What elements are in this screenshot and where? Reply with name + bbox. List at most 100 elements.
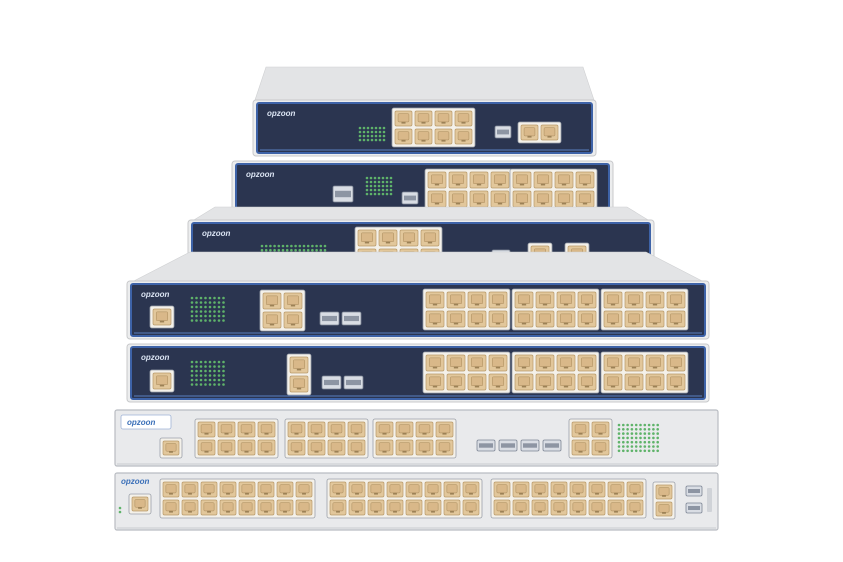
status-led (652, 436, 655, 440)
status-led (208, 301, 212, 304)
port-latch (584, 322, 590, 325)
port-socket (515, 502, 527, 512)
device-5: opzoon (126, 343, 710, 403)
port-socket (402, 232, 416, 242)
port-socket (279, 484, 291, 494)
port-socket (578, 174, 592, 184)
port-socket (574, 442, 587, 452)
status-led (281, 248, 285, 252)
port-socket (430, 174, 444, 184)
status-led (213, 374, 216, 377)
port-socket (465, 484, 477, 494)
status-led (382, 130, 386, 134)
port-socket (557, 193, 571, 203)
status-led (204, 301, 207, 304)
port-latch (495, 322, 501, 325)
port-latch (631, 385, 637, 388)
port-socket (438, 424, 451, 434)
port-socket (491, 357, 505, 367)
status-led (190, 378, 194, 382)
chassis-top (253, 66, 596, 104)
port-socket (292, 378, 306, 388)
port-socket (260, 484, 272, 494)
port-latch (538, 510, 542, 513)
status-led (222, 305, 225, 309)
port-latch (402, 450, 407, 453)
port-socket (496, 502, 508, 512)
port-latch (476, 183, 482, 186)
status-led (199, 305, 203, 309)
sfp-slot (501, 443, 515, 448)
status-led (204, 296, 207, 300)
port-latch (500, 492, 504, 495)
port-latch (355, 510, 359, 513)
status-led (208, 319, 212, 322)
status-led (622, 432, 625, 435)
port-latch (474, 366, 480, 369)
port-socket (470, 357, 484, 367)
status-led (190, 360, 194, 364)
status-led (213, 369, 216, 373)
port-socket (669, 294, 683, 304)
status-led (362, 130, 366, 134)
port-socket (491, 376, 505, 386)
status-led (381, 192, 385, 196)
port-latch (521, 366, 527, 369)
port-group (600, 351, 689, 394)
status-led (217, 374, 221, 377)
port-latch (290, 304, 296, 307)
port-socket (553, 484, 565, 494)
status-led (370, 134, 374, 138)
status-led (190, 314, 194, 318)
port-socket (134, 499, 146, 508)
port-latch (264, 432, 269, 435)
port-latch (673, 303, 679, 306)
port-latch (364, 241, 370, 244)
port-socket (260, 424, 273, 434)
port-latch (610, 385, 616, 388)
port-latch (495, 385, 501, 388)
status-led (365, 188, 369, 192)
status-led (358, 134, 362, 138)
port-latch (159, 320, 165, 323)
status-led (652, 449, 655, 453)
port-latch (631, 366, 637, 369)
port-latch (652, 385, 658, 388)
status-led (639, 436, 642, 440)
status-led (294, 244, 297, 248)
status-led (377, 180, 381, 184)
status-led (190, 369, 194, 373)
status-led (281, 244, 285, 248)
status-led (204, 305, 207, 309)
brand-logo: opzoon (127, 418, 156, 427)
status-led (639, 432, 642, 435)
status-led (319, 244, 323, 248)
status-led (264, 248, 268, 252)
port-socket (572, 502, 584, 512)
port-latch (455, 202, 461, 205)
port-latch (393, 510, 397, 513)
status-led (217, 378, 221, 382)
port-socket (627, 313, 641, 323)
status-led (381, 176, 385, 180)
port-socket (260, 502, 272, 512)
port-socket (658, 504, 670, 513)
status-led (199, 374, 203, 377)
port-latch (207, 510, 211, 513)
status-led (298, 244, 302, 248)
port-latch (633, 510, 637, 513)
status-led (222, 378, 225, 382)
port-socket (457, 131, 470, 141)
status-led (617, 440, 621, 444)
port-latch (226, 492, 230, 495)
port-socket (493, 193, 507, 203)
port-socket (428, 313, 442, 323)
port-socket (286, 295, 300, 305)
status-led (366, 130, 370, 134)
status-led (290, 248, 293, 252)
port-socket (290, 424, 303, 434)
port-socket (629, 502, 641, 512)
port-latch (519, 492, 523, 495)
port-socket (260, 442, 273, 452)
status-led (190, 319, 194, 322)
